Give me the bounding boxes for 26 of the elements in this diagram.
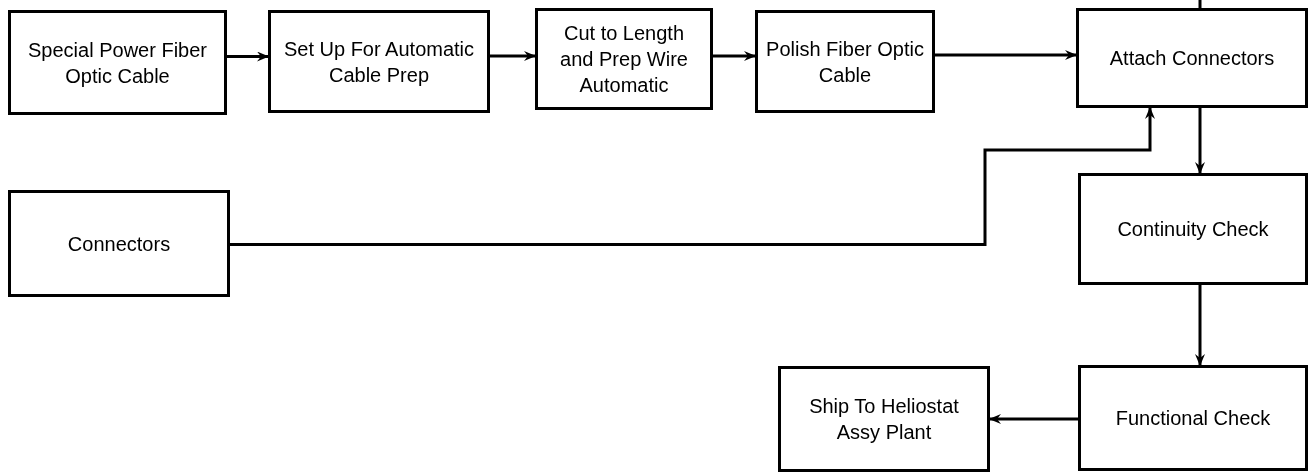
- arrow: [935, 50, 1077, 60]
- box-label: Continuity Check: [1117, 217, 1269, 242]
- box-label: Ship To Heliostat Assy Plant: [808, 394, 960, 445]
- box-label: Attach Connectors: [1109, 46, 1275, 71]
- arrow: [230, 107, 1155, 246]
- box-label: Cut to Length and Prep Wire Automatic: [559, 21, 689, 98]
- process-box: [535, 8, 713, 110]
- process-box: [755, 10, 935, 113]
- arrow: [989, 414, 1078, 424]
- arrow: [227, 51, 269, 62]
- arrow: [490, 51, 536, 61]
- arrow: [1195, 108, 1205, 174]
- box-label: Connectors: [67, 231, 171, 257]
- box-label: Set Up For Automatic Cable Prep: [282, 36, 476, 88]
- box-label: Functional Check: [1115, 406, 1271, 431]
- process-box: [8, 10, 227, 115]
- box-label: Polish Fiber Optic Cable: [766, 36, 924, 88]
- process-box: [8, 190, 230, 297]
- process-box: [1078, 173, 1308, 285]
- process-box: [1078, 365, 1308, 471]
- process-box: [778, 366, 990, 472]
- box-label: Special Power Fiber Optic Cable: [27, 37, 208, 89]
- arrow: [1195, 285, 1205, 366]
- process-box: [1076, 8, 1308, 108]
- arrow: [713, 51, 756, 61]
- process-box: [268, 10, 490, 113]
